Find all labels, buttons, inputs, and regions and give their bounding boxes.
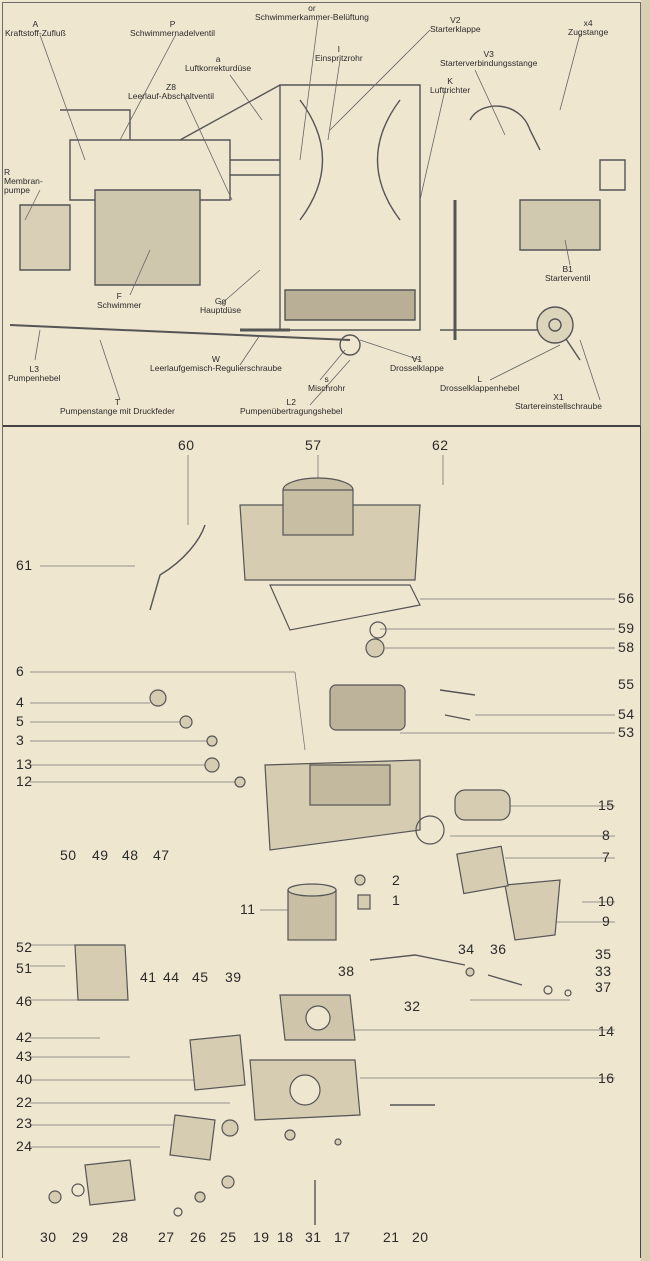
part-number-25: 25 xyxy=(220,1229,237,1245)
part-number-37: 37 xyxy=(595,979,612,995)
part-number-48: 48 xyxy=(122,847,139,863)
section-view-frame xyxy=(2,2,641,427)
part-number-8: 8 xyxy=(602,827,611,843)
label-hauptduese: Gg Hauptdüse xyxy=(200,296,242,315)
part-number-41: 41 xyxy=(140,969,157,985)
part-number-40: 40 xyxy=(16,1071,33,1087)
part-number-26: 26 xyxy=(190,1229,207,1245)
part-number-29: 29 xyxy=(72,1229,89,1245)
part-number-15: 15 xyxy=(598,797,615,813)
label-zugstange: x4 Zugstange xyxy=(568,18,609,37)
part-number-31: 31 xyxy=(305,1229,322,1245)
part-number-9: 9 xyxy=(602,913,611,929)
part-number-21: 21 xyxy=(383,1229,400,1245)
part-number-11: 11 xyxy=(240,901,256,917)
part-number-38: 38 xyxy=(338,963,355,979)
part-number-42: 42 xyxy=(16,1029,33,1045)
part-number-7: 7 xyxy=(602,849,611,865)
page-edge xyxy=(641,0,650,1261)
label-starterverbindungsstange: V3 Starterverbindungsstange xyxy=(440,49,538,68)
part-number-49: 49 xyxy=(92,847,109,863)
part-number-34: 34 xyxy=(458,941,475,957)
part-number-61: 61 xyxy=(16,557,33,573)
part-number-43: 43 xyxy=(16,1048,33,1064)
part-number-57: 57 xyxy=(305,437,322,453)
part-number-30: 30 xyxy=(40,1229,57,1245)
part-number-3: 3 xyxy=(16,732,25,748)
part-number-20: 20 xyxy=(412,1229,429,1245)
part-number-4: 4 xyxy=(16,694,25,710)
label-membranpumpe: R Membran- pumpe xyxy=(4,167,43,195)
part-number-17: 17 xyxy=(334,1229,351,1245)
label-pumpenstange-mit-druckfeder: T Pumpenstange mit Druckfeder xyxy=(60,397,175,416)
part-number-6: 6 xyxy=(16,663,25,679)
part-number-59: 59 xyxy=(618,620,635,636)
label-drosselklappe: V1 Drosselklappe xyxy=(390,354,444,373)
part-number-18: 18 xyxy=(277,1229,294,1245)
label-luftkorrekturduese: a Luftkorrekturdüse xyxy=(185,54,252,73)
part-number-22: 22 xyxy=(16,1094,33,1110)
part-number-44: 44 xyxy=(163,969,180,985)
part-number-5: 5 xyxy=(16,713,25,729)
part-number-53: 53 xyxy=(618,724,635,740)
section-view-drawing xyxy=(9,19,626,406)
label-schwimmer: F Schwimmer xyxy=(97,291,142,310)
part-number-27: 27 xyxy=(158,1229,175,1245)
part-number-35: 35 xyxy=(595,946,612,962)
part-number-54: 54 xyxy=(618,706,635,722)
label-einspritzrohr: I Einspritzrohr xyxy=(315,44,363,63)
label-starterklappe: V2 Starterklappe xyxy=(430,15,481,34)
part-number-52: 52 xyxy=(16,939,33,955)
part-number-45: 45 xyxy=(192,969,209,985)
label-startereinstellschraube: X1 Startereinstellschraube xyxy=(515,392,602,411)
label-leerlaufgemisch-regulierschraube: W Leerlaufgemisch-Regulierschraube xyxy=(150,354,282,373)
label-schwimmerkammer-belueftung: or Schwimmerkammer-Belüftung xyxy=(255,3,369,22)
part-number-56: 56 xyxy=(618,590,635,606)
part-number-36: 36 xyxy=(490,941,507,957)
label-drosselklappenhebel: L Drosselklappenhebel xyxy=(440,374,520,393)
part-number-60: 60 xyxy=(178,437,195,453)
label-leerlauf-abschaltventil: Z8 Leerlauf-Abschaltventil xyxy=(128,82,214,101)
part-number-58: 58 xyxy=(618,639,635,655)
part-number-16: 16 xyxy=(598,1070,615,1086)
part-number-50: 50 xyxy=(60,847,77,863)
label-kraftstoff-zufluss: A Kraftstoff-Zufluß xyxy=(5,19,66,38)
part-number-47: 47 xyxy=(153,847,170,863)
part-number-13: 13 xyxy=(16,756,33,772)
part-number-62: 62 xyxy=(432,437,449,453)
part-number-10: 10 xyxy=(598,893,615,909)
part-number-46: 46 xyxy=(16,993,33,1009)
part-number-2: 2 xyxy=(392,872,401,888)
part-number-33: 33 xyxy=(595,963,612,979)
label-pumpenhebel: L3 Pumpenhebel xyxy=(8,364,61,383)
part-number-19: 19 xyxy=(253,1229,270,1245)
part-number-24: 24 xyxy=(16,1138,33,1154)
part-number-28: 28 xyxy=(112,1229,129,1245)
part-number-23: 23 xyxy=(16,1115,33,1131)
label-lufttrichter: K Lufttrichter xyxy=(430,76,471,95)
part-number-14: 14 xyxy=(598,1023,615,1039)
label-mischrohr: s Mischrohr xyxy=(308,374,346,393)
part-number-55: 55 xyxy=(618,676,635,692)
part-number-32: 32 xyxy=(404,998,421,1014)
label-pumpenuebertragungshebel: L2 Pumpenübertragungshebel xyxy=(240,397,343,416)
label-starterventil: B1 Starterventil xyxy=(545,264,591,283)
part-number-12: 12 xyxy=(16,773,33,789)
part-number-39: 39 xyxy=(225,969,242,985)
part-number-1: 1 xyxy=(392,892,401,908)
part-number-51: 51 xyxy=(16,960,33,976)
label-schwimmernadelventil: P Schwimmernadelventil xyxy=(130,19,216,38)
